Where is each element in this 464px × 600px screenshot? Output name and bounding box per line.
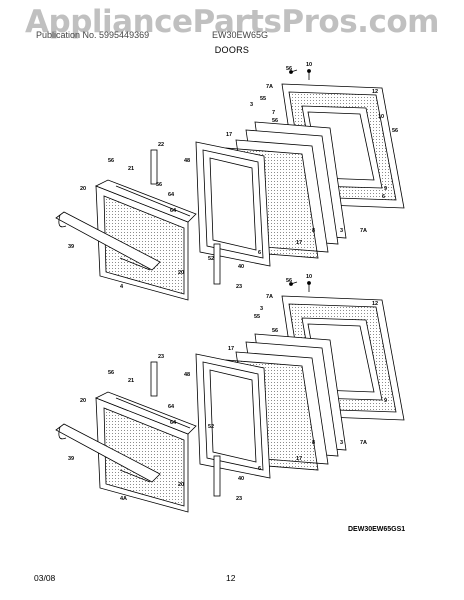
callout-56: 56 <box>156 182 162 188</box>
callout-17: 17 <box>226 132 232 138</box>
callout-17: 17 <box>296 456 302 462</box>
callout-10: 10 <box>378 114 384 120</box>
callout-64: 64 <box>168 192 175 198</box>
callout-21: 21 <box>128 166 134 172</box>
upper-door-assembly <box>55 69 405 301</box>
callout-55: 55 <box>254 314 260 320</box>
lower-part-callouts: 56107A1235556172356214892064523964204068… <box>68 274 387 502</box>
callout-8: 8 <box>312 228 315 234</box>
lower-door-assembly <box>55 281 405 513</box>
callout-20: 20 <box>178 270 184 276</box>
publication-number: Publication No. 5995449369 <box>36 30 150 40</box>
callout-64: 64 <box>170 208 177 214</box>
callout-23: 23 <box>158 354 164 360</box>
model-header: EW30EW65G <box>212 30 269 40</box>
callout-64: 64 <box>168 404 175 410</box>
callout-8: 8 <box>312 440 315 446</box>
callout-9: 9 <box>384 398 387 404</box>
callout-3: 3 <box>250 102 253 108</box>
callout-23: 23 <box>236 284 242 290</box>
callout-56: 56 <box>286 66 292 72</box>
callout-48: 48 <box>184 372 190 378</box>
callout-56: 56 <box>392 128 398 134</box>
callout-56: 56 <box>272 118 278 124</box>
callout-56: 56 <box>286 278 292 284</box>
callout-40: 40 <box>238 264 244 270</box>
callout-39: 39 <box>68 456 74 462</box>
callout-56: 56 <box>272 328 278 334</box>
callout-12: 12 <box>372 301 378 307</box>
callout-20: 20 <box>80 186 86 192</box>
callout-4: 4 <box>120 284 124 290</box>
callout-56: 56 <box>108 158 114 164</box>
callout-7A: 7A <box>360 228 367 234</box>
callout-6: 6 <box>258 250 261 256</box>
callout-9: 9 <box>384 186 387 192</box>
callout-20: 20 <box>80 398 86 404</box>
callout-6: 6 <box>258 466 261 472</box>
callout-20: 20 <box>178 482 184 488</box>
callout-17: 17 <box>296 240 302 246</box>
callout-40: 40 <box>238 476 244 482</box>
callout-21: 21 <box>128 378 134 384</box>
callout-23: 23 <box>236 496 242 502</box>
callout-3: 3 <box>260 306 263 312</box>
callout-55: 55 <box>260 96 266 102</box>
callout-7: 7 <box>272 110 275 116</box>
callout-22: 22 <box>158 142 164 148</box>
callout-48: 48 <box>184 158 190 164</box>
page-number: 12 <box>226 573 236 583</box>
callout-3: 3 <box>340 228 343 234</box>
callout-52: 52 <box>208 256 214 262</box>
model-code: DEW30EW65GS1 <box>348 526 406 533</box>
callout-10: 10 <box>306 62 312 68</box>
callout-64: 64 <box>170 420 177 426</box>
callout-7A: 7A <box>266 84 273 90</box>
callout-17: 17 <box>228 346 234 352</box>
callout-12: 12 <box>372 89 378 95</box>
callout-3: 3 <box>340 440 343 446</box>
callout-6: 6 <box>382 194 385 200</box>
callout-7A: 7A <box>360 440 367 446</box>
callout-56: 56 <box>108 370 114 376</box>
callout-39: 39 <box>68 244 74 250</box>
section-title: DOORS <box>214 45 250 55</box>
callout-52: 52 <box>208 424 214 430</box>
callout-10: 10 <box>306 274 312 280</box>
callout-4A: 4A <box>120 496 127 502</box>
callout-7A: 7A <box>266 294 273 300</box>
footer-date: 03/08 <box>34 573 56 583</box>
